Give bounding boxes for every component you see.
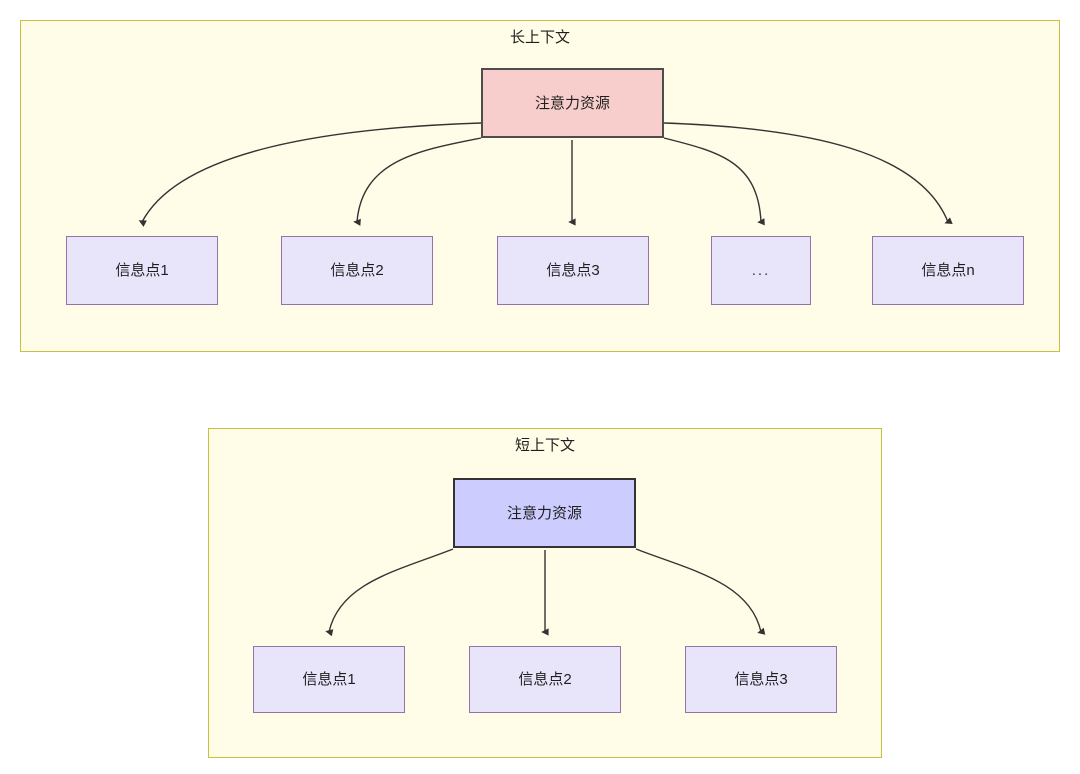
node-label: ... [751,262,771,279]
node-label: 信息点1 [302,671,356,688]
group-title-short-context: 短上下文 [514,437,575,454]
node-info-point-n-long[interactable]: 信息点n [872,236,1024,305]
node-label: 信息点3 [734,671,788,688]
node-info-point-2-short[interactable]: 信息点2 [469,646,621,713]
node-attention-resource-short[interactable]: 注意力资源 [453,478,636,548]
node-info-point-1-long[interactable]: 信息点1 [66,236,218,305]
node-label: 信息点2 [330,262,384,279]
node-label: 信息点2 [518,671,572,688]
node-info-point-1-short[interactable]: 信息点1 [253,646,405,713]
node-label: 信息点3 [546,262,600,279]
node-label: 注意力资源 [534,94,610,112]
node-info-point-3-long[interactable]: 信息点3 [497,236,649,305]
node-info-point-2-long[interactable]: 信息点2 [281,236,433,305]
node-label: 信息点n [921,262,975,279]
group-title-long-context: 长上下文 [509,29,570,46]
node-info-point-ellipsis-long[interactable]: ... [711,236,811,305]
node-label: 注意力资源 [506,504,582,522]
node-info-point-3-short[interactable]: 信息点3 [685,646,837,713]
node-label: 信息点1 [115,262,169,279]
node-attention-resource-long[interactable]: 注意力资源 [481,68,664,138]
